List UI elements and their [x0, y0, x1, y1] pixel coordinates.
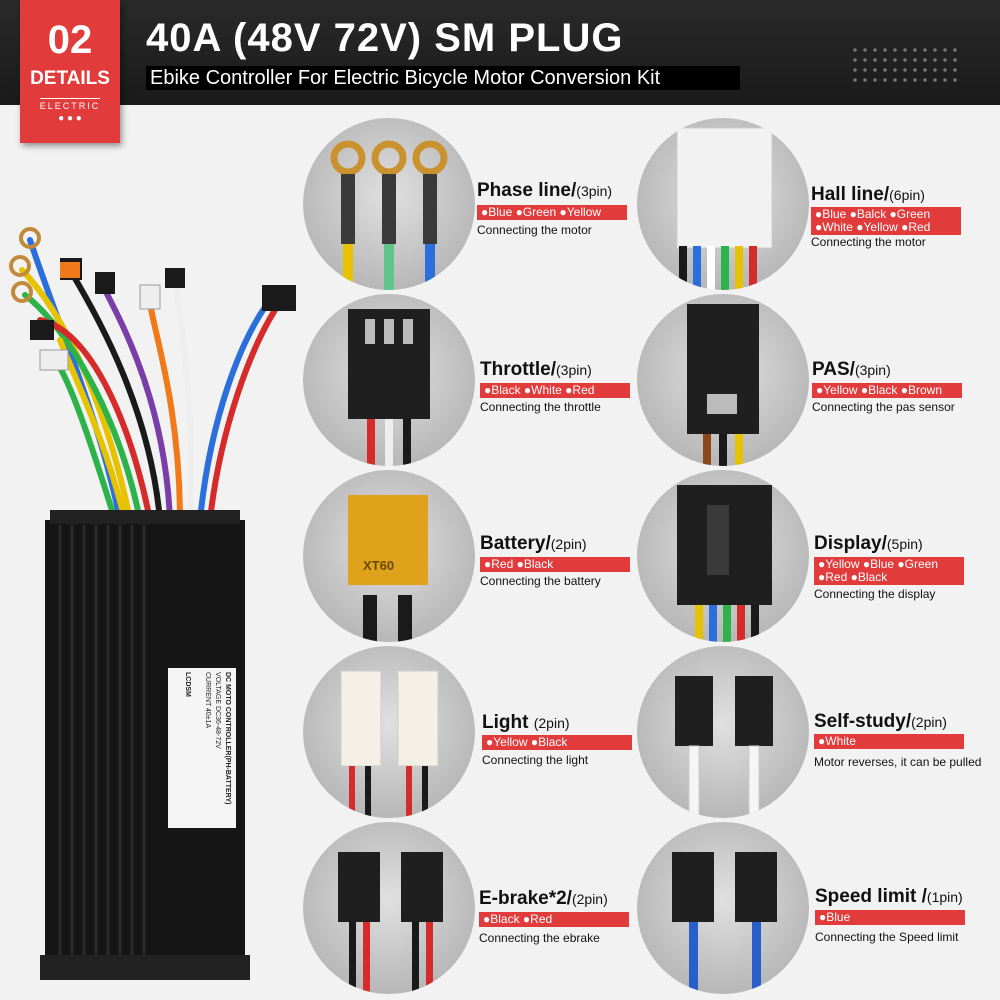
connector-name: Throttle/	[480, 359, 556, 380]
pas-desc: Connecting the pas sensor	[812, 400, 955, 414]
self-study-desc: Motor reverses, it can be pulled	[814, 755, 982, 769]
dot-grid-decoration	[850, 45, 960, 85]
badge-dots: ● ● ●	[58, 113, 82, 124]
pas-photo	[637, 294, 809, 466]
connector-name: Self-study/	[814, 711, 912, 732]
controller-label-line: CURRENT 40±1A	[204, 672, 211, 729]
throttle-connector-icon	[348, 309, 430, 466]
throttle-colors: ●Black ●White ●Red	[480, 383, 630, 398]
controller-label-line: VOLTAGE DC36-48-72V	[214, 672, 221, 749]
speed-limit-title: Speed limit /(1pin)	[815, 886, 963, 908]
display-colors: ●Yellow ●Blue ●Green ●Red ●Black	[814, 557, 964, 585]
ebrake-connector-icon	[338, 852, 443, 994]
throttle-desc: Connecting the throttle	[480, 400, 601, 414]
hall-line-photo	[637, 118, 809, 290]
badge-number: 02	[47, 18, 93, 62]
connector-pin: (5pin)	[886, 536, 923, 552]
connector-name: Hall line/	[811, 184, 890, 205]
speed-limit-colors: ●Blue	[815, 910, 965, 925]
ring-terminal-icon	[330, 140, 448, 290]
connector-pin: (1pin)	[926, 889, 963, 905]
speed-limit-photo	[637, 822, 809, 994]
controller-wires	[19, 237, 278, 523]
light-desc: Connecting the light	[482, 753, 589, 767]
battery-colors: ●Red ●Black	[480, 557, 630, 572]
battery-photo: XT60	[303, 470, 475, 642]
ebrake-title: E-brake*2/(2pin)	[479, 888, 608, 910]
connector-pin: (3pin)	[556, 362, 592, 378]
light-connector-icon	[340, 670, 439, 818]
connector-name: Phase line/	[477, 180, 577, 201]
connector-pin: (2pin)	[533, 715, 570, 731]
light-photo	[303, 646, 475, 818]
ebrake-desc: Connecting the ebrake	[479, 931, 600, 945]
speed-limit-connector-icon	[672, 852, 777, 994]
hall-line-colors: ●Blue ●Balck ●Green ●White ●Yellow ●Red	[811, 207, 961, 235]
throttle-photo	[303, 294, 475, 466]
pas-colors: ●Yellow ●Black ●Brown	[812, 383, 962, 398]
connector-name: Light	[482, 712, 529, 733]
connector-name: PAS/	[812, 359, 855, 380]
connector-pin: (2pin)	[550, 536, 587, 552]
battery-desc: Connecting the battery	[480, 574, 601, 588]
badge-sub: ELECTRIC	[39, 98, 101, 111]
controller-label: DC MOTO CONTROLLER(PH-BATTERY) VOLTAGE D…	[172, 672, 232, 824]
self-study-connector-icon	[675, 676, 773, 818]
self-study-title: Self-study/(2pin)	[814, 711, 947, 733]
phase-line-desc: Connecting the motor	[477, 223, 592, 237]
connector-name: Display/	[814, 533, 887, 554]
hall-connector-icon	[676, 127, 773, 290]
display-title: Display/(5pin)	[814, 533, 923, 555]
display-desc: Connecting the display	[814, 587, 936, 601]
self-study-colors: ●White	[814, 734, 964, 749]
badge-label: DETAILS	[30, 68, 110, 89]
connector-pin: (3pin)	[576, 183, 613, 199]
hall-line-title: Hall line/(6pin)	[811, 184, 925, 206]
connector-name: E-brake*2/	[479, 888, 572, 909]
connector-name: Battery/	[480, 533, 551, 554]
light-colors: ●Yellow ●Black	[482, 735, 632, 750]
phase-line-title: Phase line/(3pin)	[477, 180, 612, 202]
display-photo	[637, 470, 809, 642]
xt60-connector-icon	[348, 495, 428, 642]
page-subtitle: Ebike Controller For Electric Bicycle Mo…	[146, 66, 740, 90]
phase-line-photo	[303, 118, 475, 290]
connector-pin: (2pin)	[911, 714, 947, 730]
controller-illustration	[9, 227, 296, 980]
light-title: Light (2pin)	[482, 712, 570, 734]
page-title: 40A (48V 72V) SM PLUG	[146, 16, 624, 60]
ebrake-photo	[303, 822, 475, 994]
throttle-title: Throttle/(3pin)	[480, 359, 592, 381]
xt60-label: XT60	[363, 558, 395, 573]
connector-pin: (3pin)	[854, 362, 891, 378]
ebrake-colors: ●Black ●Red	[479, 912, 629, 927]
controller-label-line: DC MOTO CONTROLLER(PH-BATTERY)	[224, 672, 231, 805]
details-badge: 02 DETAILS ELECTRIC ● ● ●	[20, 0, 120, 143]
connector-name: Speed limit /	[815, 886, 927, 907]
hall-line-desc: Connecting the motor	[811, 235, 926, 249]
phase-line-colors: ●Blue ●Green ●Yellow	[477, 205, 627, 220]
pas-connector-icon	[687, 304, 759, 466]
battery-title: Battery/(2pin)	[480, 533, 587, 555]
self-study-photo	[637, 646, 809, 818]
header-bar: 40A (48V 72V) SM PLUG Ebike Controller F…	[0, 0, 1000, 105]
controller-label-line: LCDSM	[184, 672, 191, 697]
speed-limit-desc: Connecting the Speed limit	[815, 930, 959, 944]
pas-title: PAS/(3pin)	[812, 359, 891, 381]
connector-pin: (6pin)	[889, 187, 925, 203]
display-connector-icon	[677, 485, 772, 642]
connector-pin: (2pin)	[571, 891, 608, 907]
heatsink-fins	[58, 525, 146, 955]
wire-connectors	[9, 227, 296, 371]
